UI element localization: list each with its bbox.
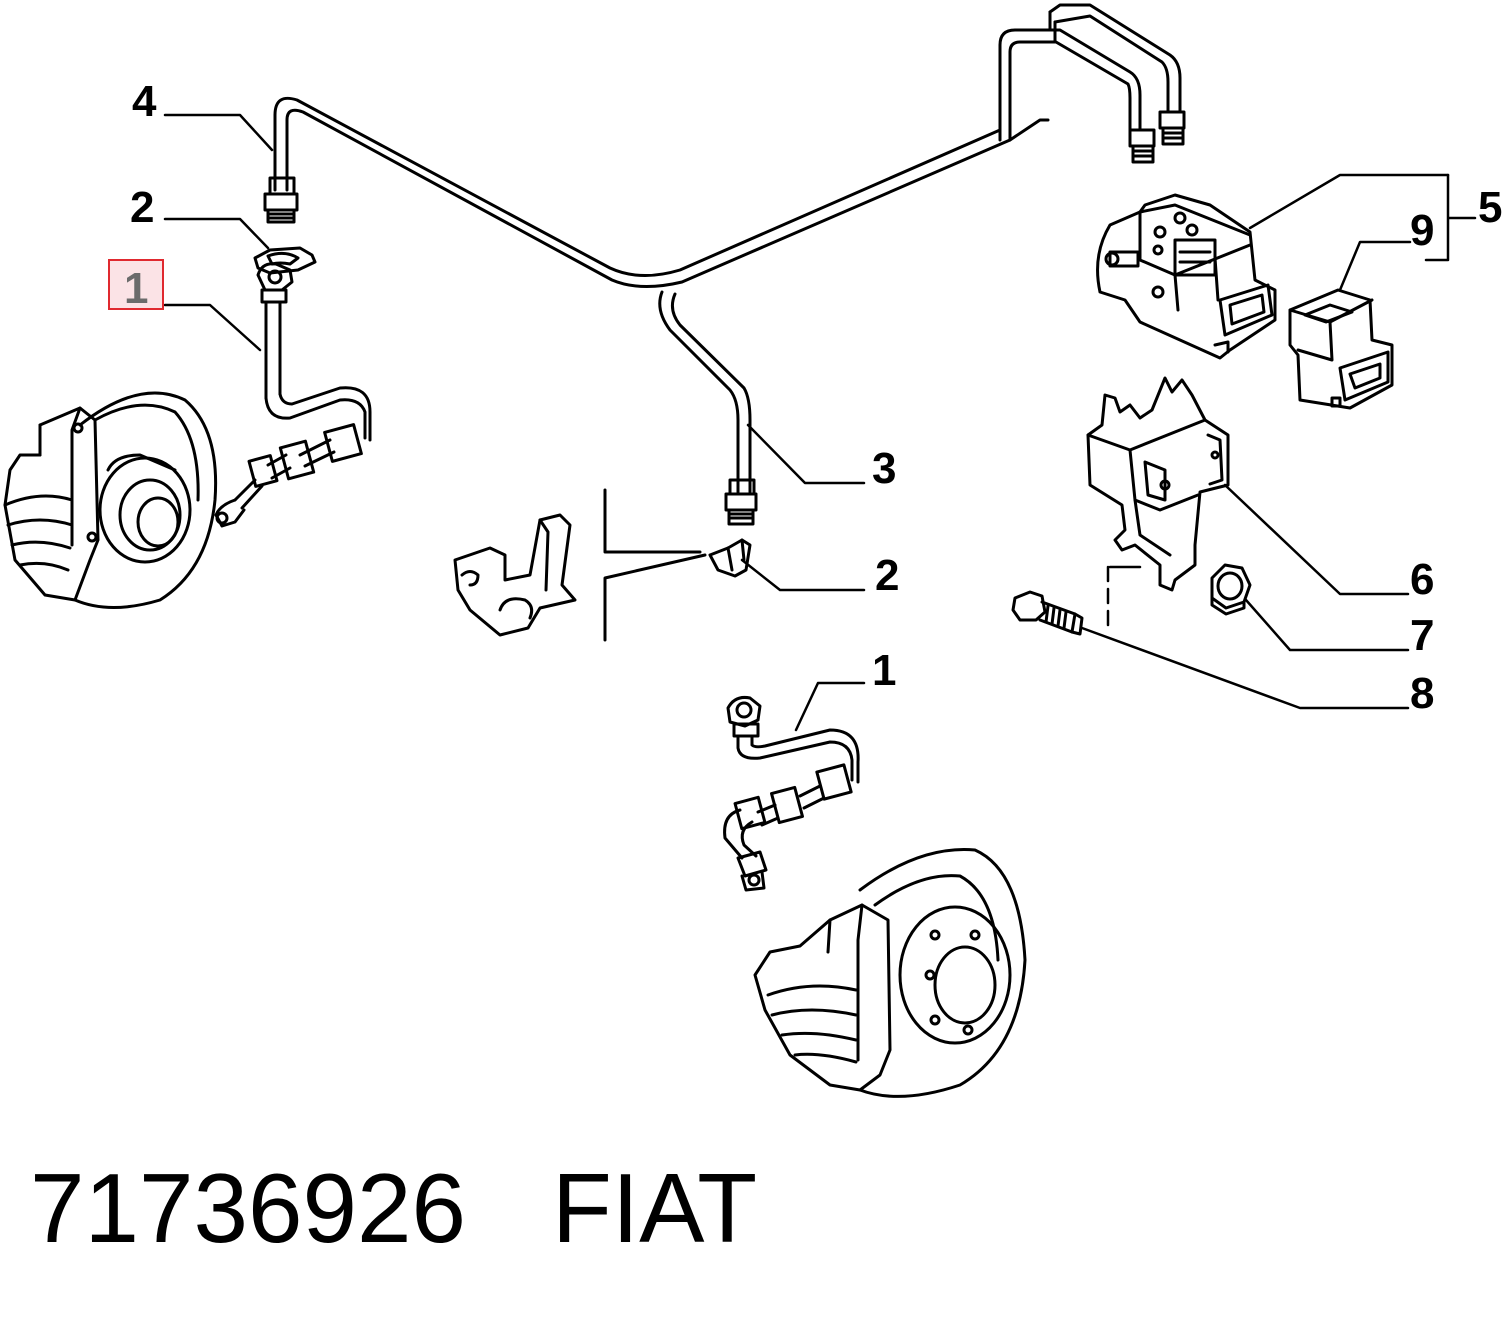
- brand-name: FIAT: [552, 1153, 758, 1263]
- pipe-union-4: [263, 176, 299, 224]
- callout-2-mid: 2: [875, 551, 899, 600]
- brake-caliper-left: [3, 406, 100, 602]
- leader-lines: [163, 113, 1477, 732]
- callout-1-highlighted: 1: [124, 264, 148, 313]
- callout-7: 7: [1410, 611, 1434, 660]
- abs-mounting-bracket: [1086, 376, 1230, 592]
- brake-disc-left: [73, 391, 218, 609]
- part-number: 71736926: [30, 1153, 467, 1263]
- pipe-unions-module: [1128, 110, 1186, 164]
- callout-6: 6: [1410, 555, 1434, 604]
- brake-caliper-lower: [753, 903, 892, 1092]
- hex-nut: [1210, 563, 1252, 616]
- callout-4: 4: [132, 77, 157, 126]
- callout-9: 9: [1410, 206, 1434, 255]
- callout-3: 3: [872, 444, 896, 493]
- abs-control-unit: [1288, 288, 1394, 410]
- callout-2-top: 2: [130, 183, 154, 232]
- retaining-clip-mid: [708, 538, 752, 578]
- abs-hydraulic-unit: [1096, 193, 1277, 360]
- callout-highlight-box: [108, 259, 164, 310]
- callout-8: 8: [1410, 669, 1434, 718]
- pipe-union-3: [724, 478, 758, 526]
- brake-hose-lower: [723, 696, 860, 892]
- hex-bolt: [1011, 590, 1084, 636]
- brake-hose-upper: [214, 262, 372, 528]
- brake-disc-lower: [858, 848, 1027, 1098]
- callout-1-lower: 1: [872, 646, 896, 695]
- pipe-bracket: [453, 513, 577, 637]
- rigid-brake-pipes: [273, 3, 1182, 494]
- bracket-bracket-lines: [603, 488, 707, 642]
- footer-caption: 71736926 FIAT: [30, 1148, 757, 1268]
- callout-5: 5: [1478, 183, 1502, 232]
